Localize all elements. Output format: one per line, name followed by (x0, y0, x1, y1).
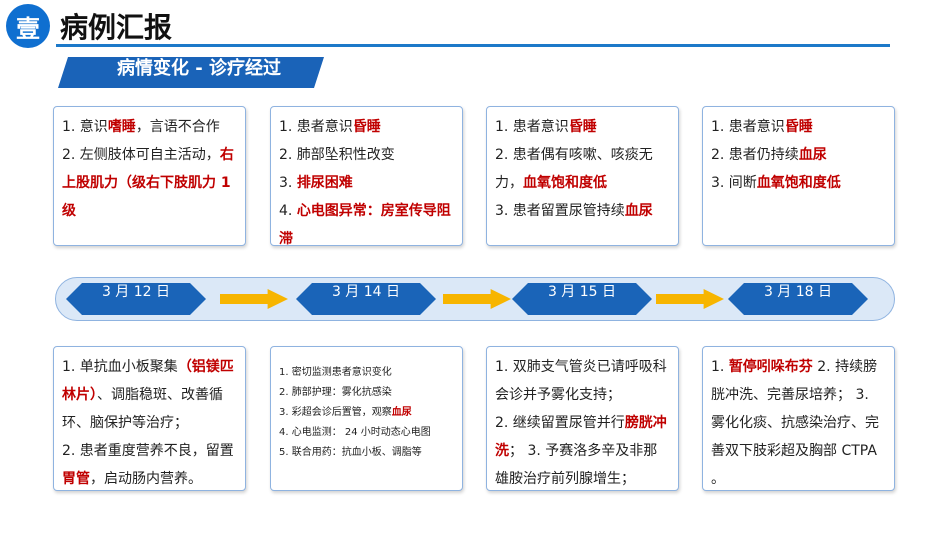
highlight-text: （铝镁匹林片） (62, 359, 234, 403)
date-marker-3: 3 月 15 日 (512, 283, 652, 315)
card-line: 3. 患者留置尿管持续血尿 (495, 197, 670, 225)
line-text: 2. 肺部坠积性改变 (279, 147, 395, 163)
card-line: 2. 左侧肢体可自主活动，右上股肌力（级右下肢肌力 1 级 (62, 141, 237, 225)
date-marker-2: 3 月 14 日 (296, 283, 436, 315)
line-text: 5. 联合用药：抗血小板、调脂等 (279, 447, 422, 458)
line-text: 2. 持续膀胱冲洗、完善尿培养； 3. 雾化化痰、抗感染治疗、完善双下肢彩超及胸… (711, 359, 879, 487)
section-banner: 病情变化 - 诊疗经过 (58, 57, 324, 88)
line-text: 1. 单抗血小板聚集 (62, 359, 178, 375)
top-card-2: 1. 患者意识昏睡 2. 肺部坠积性改变 3. 排尿困难 4. 心电图异常：房室传导阻… (270, 106, 463, 247)
line-text: 3. 患者留置尿管持续 (495, 203, 625, 219)
bottom-card-1: 1. 单抗血小板聚集（铝镁匹林片）、调脂稳斑、改善循环、脑保护等治疗；2. 患者… (53, 346, 246, 491)
line-text: 2. 患者仍持续 (711, 147, 799, 163)
line-text: 2. 患者偶有咳嗽、咳痰无力， (495, 147, 653, 191)
highlight-text: 血氧饱和度低 (756, 175, 841, 191)
date-marker-1: 3 月 12 日 (66, 283, 206, 315)
line-text: 2. 继续留置尿管并行 (495, 415, 625, 431)
line-text: 、调脂稳斑、改善循环、脑保护等治疗； (62, 387, 223, 431)
arrow-icon (443, 289, 511, 309)
highlight-text: 血尿 (391, 407, 412, 418)
arrow-icon (656, 289, 724, 309)
bottom-card-4: 1. 暂停吲哚布芬 2. 持续膀胱冲洗、完善尿培养； 3. 雾化化痰、抗感染治疗… (702, 346, 895, 491)
line-text: ，启动肠内营养。 (90, 471, 202, 487)
banner-shape (58, 57, 324, 88)
bottom-card-3: 1. 双肺支气管炎已请呼吸科会诊并予雾化支持； 2. 继续留置尿管并行膀胱冲洗； … (486, 346, 679, 491)
card-line: 3. 排尿困难 (279, 169, 454, 197)
line-text: ； 3. 予赛洛多辛及非那雄胺治疗前列腺增生； (495, 443, 658, 487)
line-text: 1. 双肺支气管炎已请呼吸科会诊并予雾化支持； (495, 359, 667, 403)
line-text: 4. (279, 203, 297, 219)
card-line: 2. 患者重度营养不良，留置胃管，启动肠内营养。 (62, 437, 237, 493)
line-text: 3. (279, 175, 297, 191)
highlight-text: 昏睡 (352, 119, 381, 135)
card-line: 5. 联合用药：抗血小板、调脂等 (279, 443, 454, 463)
bottom-card-2: 1. 密切监测患者意识变化 2. 肺部护理：雾化抗感染 3. 彩超会诊后置管，观察血… (270, 346, 463, 491)
line-text: 3. 彩超会诊后置管，观察 (279, 407, 392, 418)
card-line: 3. 间断血氧饱和度低 (711, 169, 886, 197)
card-line: 1. 双肺支气管炎已请呼吸科会诊并予雾化支持； (495, 353, 670, 409)
highlight-text: 嗜睡 (107, 119, 136, 135)
card-line: 1. 密切监测患者意识变化 (279, 363, 454, 383)
highlight-text: 昏睡 (784, 119, 813, 135)
highlight-text: 右上股肌力（级右下肢肌力 1 级 (62, 147, 234, 219)
card-line: 4. 心电图异常：房室传导阻滞 (279, 197, 454, 253)
line-text: 2. 肺部护理：雾化抗感染 (279, 387, 392, 398)
card-line: 1. 患者意识昏睡 (279, 113, 454, 141)
line-text: 1. 患者意识 (279, 119, 353, 135)
card-line: 2. 肺部坠积性改变 (279, 141, 454, 169)
highlight-text: 血氧饱和度低 (523, 175, 607, 191)
line-text: 2. 左侧肢体可自主活动， (62, 147, 220, 163)
line-text: 1. 密切监测患者意识变化 (279, 367, 392, 378)
banner-text: 病情变化 - 诊疗经过 (116, 58, 281, 79)
line-text: 1. 患者意识 (711, 119, 785, 135)
title-underline (56, 44, 890, 47)
line-text: 3. 间断 (711, 175, 757, 191)
card-line: 4. 心电监测： 24 小时动态心电图 (279, 423, 454, 443)
card-line: 1. 患者意识昏睡 (495, 113, 670, 141)
card-line: 2. 肺部护理：雾化抗感染 (279, 383, 454, 403)
date-marker-4: 3 月 18 日 (728, 283, 868, 315)
arrow-icon (220, 289, 288, 309)
highlight-text: 昏睡 (568, 119, 597, 135)
card-line: 3. 彩超会诊后置管，观察血尿 (279, 403, 454, 423)
card-line: 2. 继续留置尿管并行膀胱冲洗； 3. 予赛洛多辛及非那雄胺治疗前列腺增生； (495, 409, 670, 493)
card-line: 2. 患者偶有咳嗽、咳痰无力，血氧饱和度低 (495, 141, 670, 197)
highlight-text: 心电图异常：房室传导阻滞 (279, 203, 451, 247)
line-text: 1. (711, 359, 729, 375)
highlight-text: 血尿 (798, 147, 827, 163)
section-number-badge: 壹 (6, 4, 50, 48)
line-text: 1. 患者意识 (495, 119, 569, 135)
card-line: 1. 单抗血小板聚集（铝镁匹林片）、调脂稳斑、改善循环、脑保护等治疗； (62, 353, 237, 437)
highlight-text: 暂停吲哚布芬 (728, 359, 813, 375)
highlight-text: 血尿 (624, 203, 653, 219)
card-line: 1. 意识嗜睡，言语不合作 (62, 113, 237, 141)
page-title: 病例汇报 (60, 11, 173, 44)
card-line: 1. 患者意识昏睡 (711, 113, 886, 141)
highlight-text: 排尿困难 (296, 175, 353, 191)
line-text: ，言语不合作 (135, 119, 220, 135)
line-text: 4. 心电监测： 24 小时动态心电图 (279, 427, 431, 438)
highlight-text: 胃管 (62, 471, 90, 487)
highlight-text: 膀胱冲洗 (495, 415, 667, 459)
line-text: 1. 意识 (62, 119, 108, 135)
card-line: 2. 患者仍持续血尿 (711, 141, 886, 169)
card-line: 1. 暂停吲哚布芬 2. 持续膀胱冲洗、完善尿培养； 3. 雾化化痰、抗感染治疗… (711, 353, 886, 493)
line-text: 2. 患者重度营养不良，留置 (62, 443, 234, 459)
